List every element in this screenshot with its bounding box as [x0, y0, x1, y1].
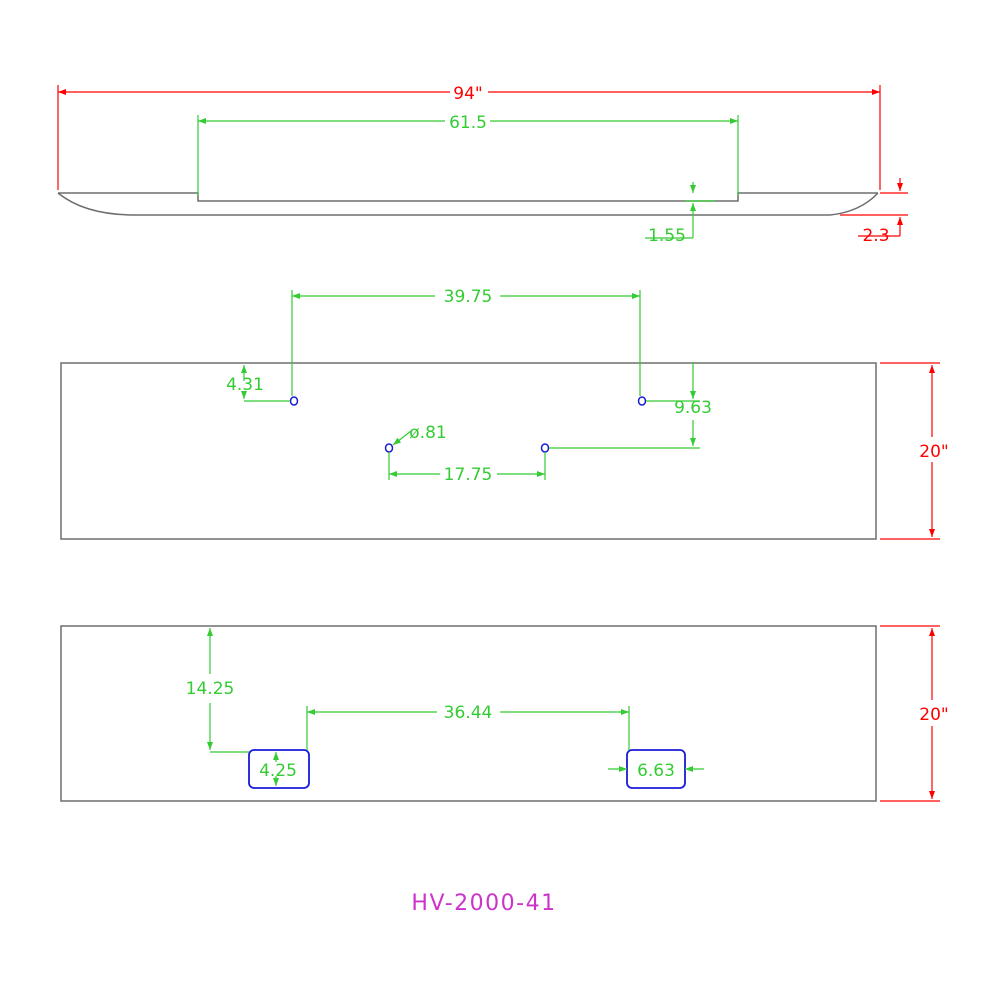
mounting-slot-1 — [248, 749, 310, 789]
hole-view-outline — [60, 362, 877, 540]
slot-width-dimension: 6.63 — [608, 761, 704, 781]
mounting-hole-2 — [637, 396, 647, 406]
hole-vertical-spacing-label: 9.63 — [674, 398, 712, 418]
end-height-dimension: 2.3 — [840, 178, 908, 246]
part-number: HV-2000-41 — [411, 891, 556, 916]
slot-spacing-label: 36.44 — [444, 703, 493, 723]
top-view: 94" 61.5 1.55 2.3 — [57, 84, 908, 246]
hole-diameter-label: ø.81 — [409, 423, 446, 443]
slot-offset-vertical-dimension: 14.25 — [186, 628, 249, 753]
hole-diameter-callout: ø.81 — [392, 423, 447, 446]
bumper-top-outline — [58, 192, 878, 202]
slot-view-height-label: 20" — [919, 705, 948, 725]
hole-view-height-label: 20" — [919, 442, 948, 462]
hole-offset-top-dimension: 4.31 — [226, 365, 290, 402]
slot-view-outline — [60, 625, 877, 802]
mounting-hole-4 — [540, 443, 550, 453]
hole-spacing-bottom-label: 17.75 — [444, 465, 493, 485]
slot-view-height-dimension: 20" — [880, 625, 949, 802]
hole-spacing-top-label: 39.75 — [444, 287, 493, 307]
center-section-dimension: 61.5 — [197, 113, 739, 195]
bumper-bottom-curve — [57, 192, 879, 216]
slot-offset-vertical-label: 14.25 — [186, 679, 235, 699]
hole-view-height-dimension: 20" — [880, 362, 949, 540]
hole-spacing-top-dimension: 39.75 — [291, 287, 641, 396]
hole-view: 39.75 4.31 9.63 ø.81 17.75 — [60, 287, 949, 540]
step-depth-dimension: 1.55 — [645, 182, 715, 246]
slot-view: 14.25 36.44 4.25 6.63 20" — [60, 625, 949, 802]
slot-height-label: 4.25 — [259, 761, 297, 781]
slot-spacing-dimension: 36.44 — [306, 703, 630, 750]
overall-length-dimension: 94" — [57, 84, 881, 190]
overall-length-label: 94" — [453, 84, 482, 104]
hole-spacing-bottom-dimension: 17.75 — [388, 452, 546, 485]
slot-width-label: 6.63 — [637, 761, 675, 781]
mounting-hole-1 — [289, 396, 299, 406]
hole-vertical-spacing-dimension: 9.63 — [549, 362, 712, 449]
hole-offset-top-label: 4.31 — [226, 375, 264, 395]
center-section-label: 61.5 — [449, 113, 487, 133]
step-depth-label: 1.55 — [648, 226, 686, 246]
mounting-hole-3 — [384, 443, 394, 453]
end-height-label: 2.3 — [862, 226, 889, 246]
slot-height-dimension: 4.25 — [259, 752, 297, 786]
